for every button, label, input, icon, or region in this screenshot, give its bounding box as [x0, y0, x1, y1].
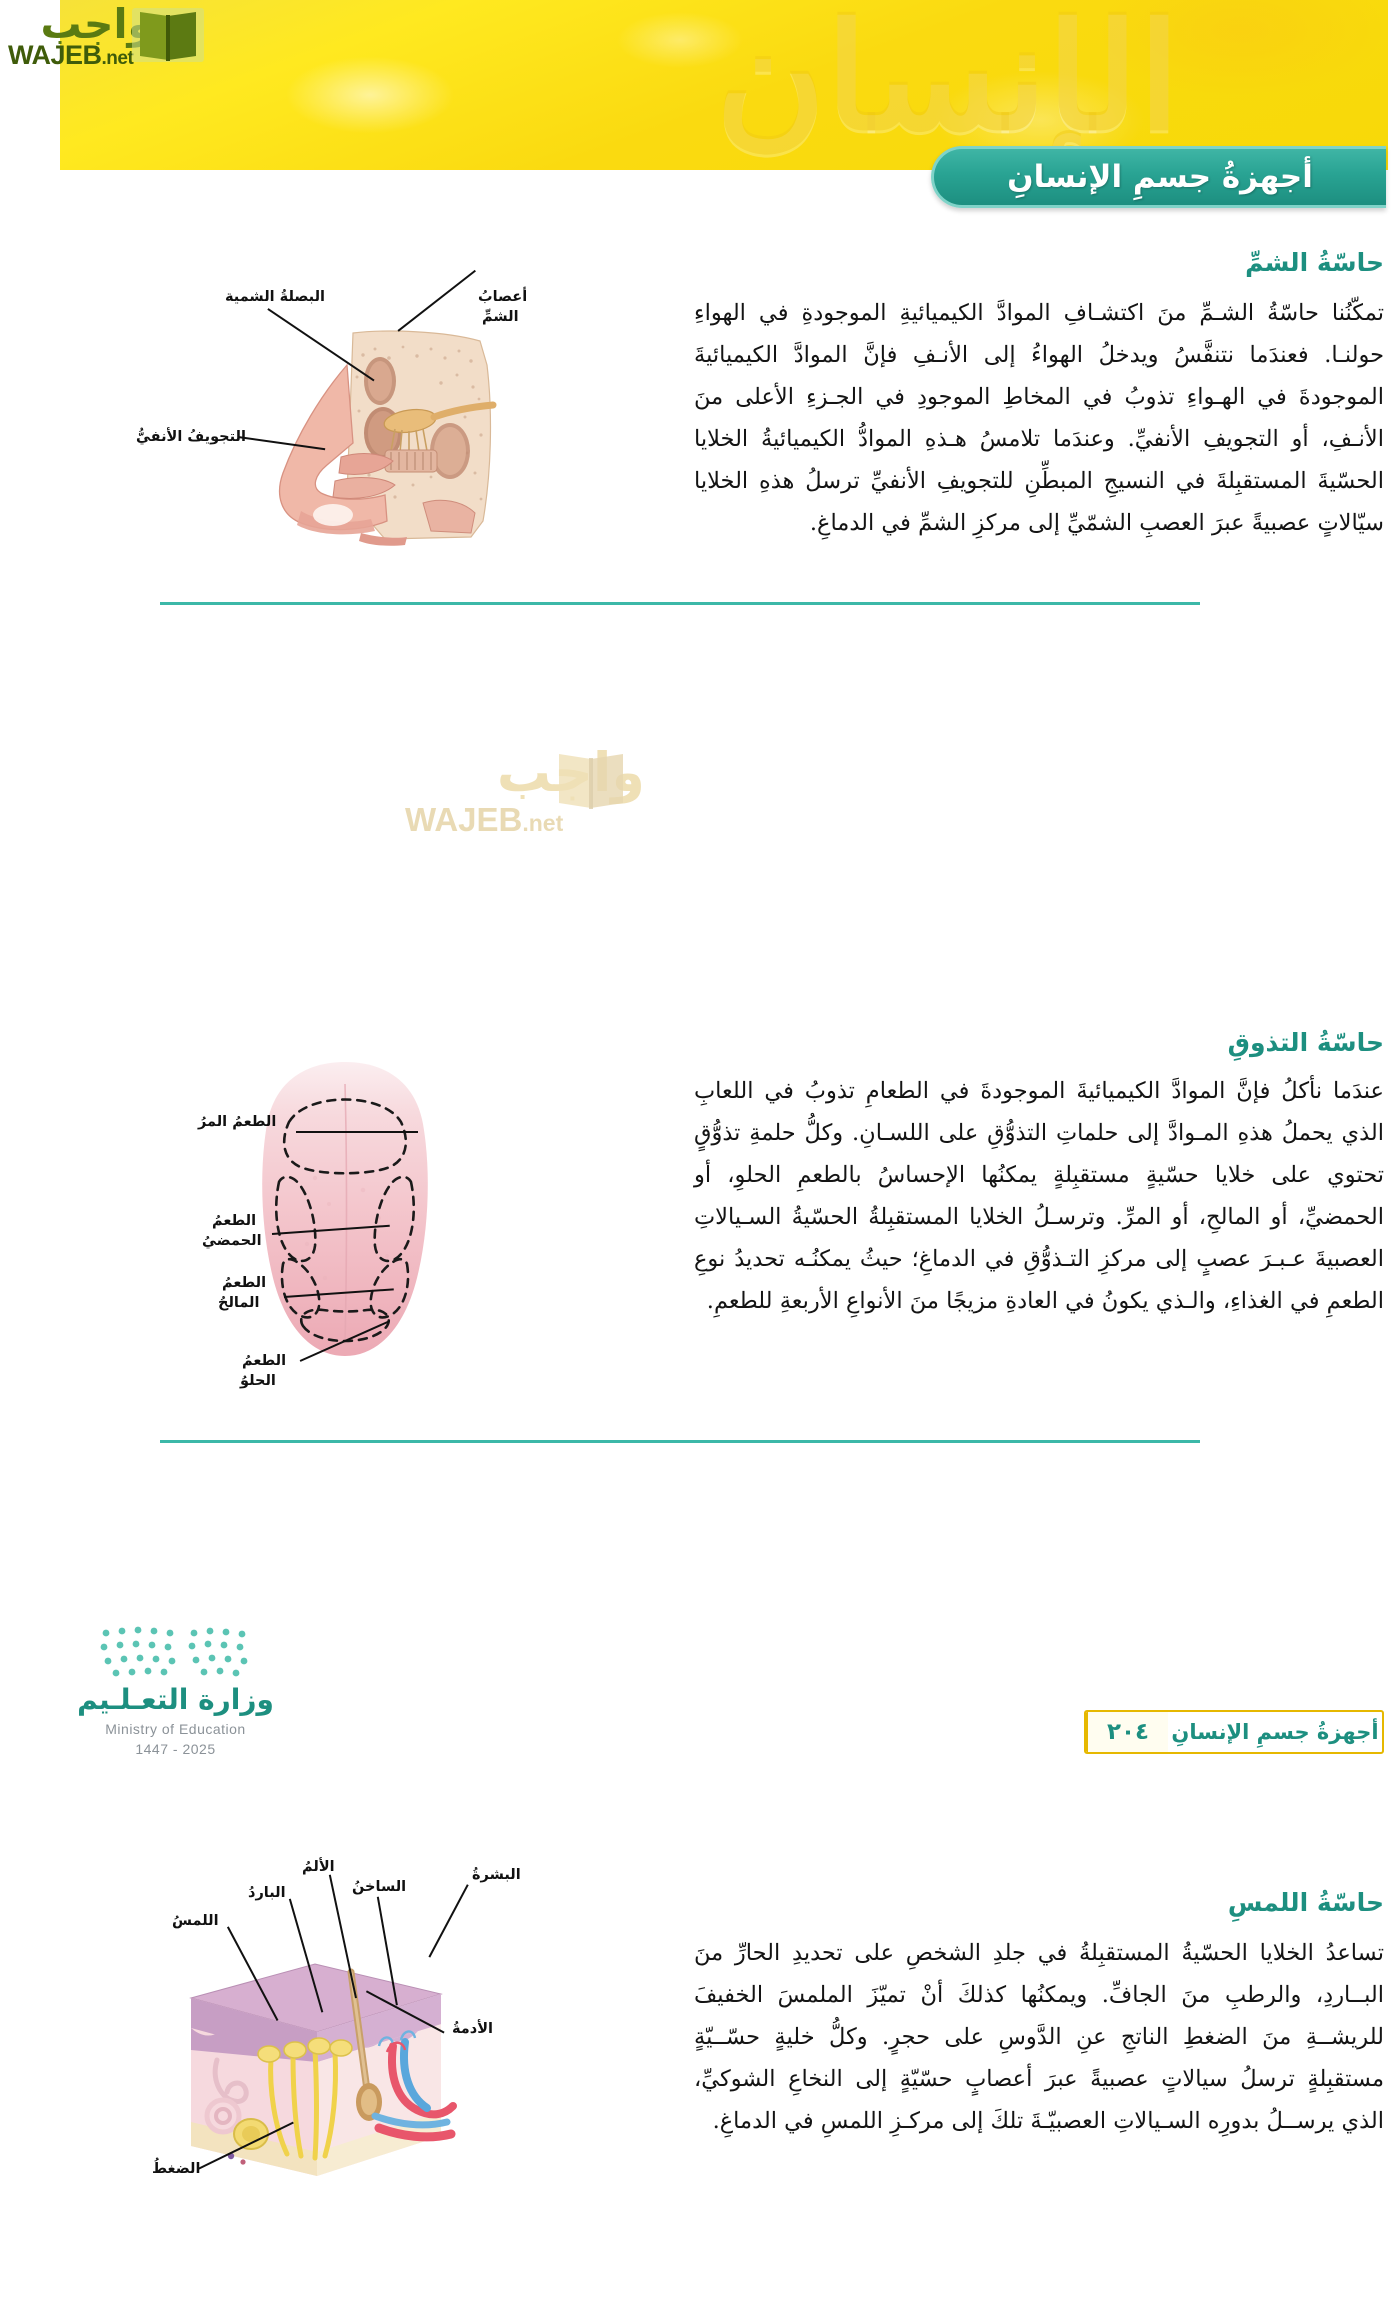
body-touch: تساعدُ الخلايا الحسّيةُ المستقبِلةُ في ج… [694, 1940, 1384, 2134]
divider-after-smell [160, 602, 1200, 605]
wajeb-watermark-logo: واجب WAJEB.net [6, 4, 211, 70]
wajeb-tld: .net [101, 48, 134, 69]
ministry-english-name: Ministry of Education [105, 1721, 246, 1737]
moe-dot-pattern-icon [100, 1626, 248, 1677]
label-olfactory-nerves-line1: أعصابُ [478, 289, 528, 305]
tongue-illustration [262, 1062, 428, 1356]
banner-right-margin [1388, 0, 1396, 170]
label-sweet-taste-line1: الطعمُ [242, 1353, 287, 1369]
divider-after-taste [160, 1440, 1200, 1443]
nose-olfactory-diagram: البصلةُ الشمية أعصابُ الشمِّ التجويفُ ال… [0, 230, 527, 610]
body-taste: عندَما نأكلُ فإنَّ الموادَّ الكيميائيةَ … [694, 1078, 1384, 1314]
label-cold: الباردُ [248, 1885, 286, 1901]
page-content: حاسّةُ الشمِّ تمكّنُنا حاسّةُ الشـمِّ من… [0, 230, 1396, 2177]
section-smell: حاسّةُ الشمِّ تمكّنُنا حاسّةُ الشـمِّ من… [0, 230, 1396, 630]
ministry-year: 2025 - 1447 [135, 1741, 216, 1757]
footer-chapter-label: أجهزةُ جسمِ الإنسانِ [1171, 1720, 1379, 1744]
wajeb-english-text: WAJEB.net [8, 40, 134, 70]
footer-page-number: ٢٠٤ [1086, 1712, 1168, 1752]
heading-touch: حاسّةُ اللمسِ [1227, 1888, 1384, 1917]
ministry-arabic-name: وزارة التعـلـيم [77, 1683, 274, 1716]
section-touch: حاسّةُ اللمسِ تساعدُ الخلايا الحسّيةُ ال… [0, 1050, 1396, 2177]
label-salty-taste-line2: المالحُ [218, 1295, 260, 1311]
label-pressure: الضغطُ [152, 2161, 201, 2177]
label-sour-taste-line1: الطعمُ [212, 1213, 257, 1229]
label-nasal-cavity: التجويفُ الأنفيُّ [136, 429, 246, 445]
skin-touch-receptors-diagram: اللمسُ الباردُ الألمُ الساخنُ البشرةُ ال… [0, 1859, 521, 2310]
label-touch: اللمسُ [172, 1913, 219, 1929]
top-banner: الإنسان [0, 0, 1396, 170]
leader-epidermis [428, 1884, 469, 1958]
heading-smell: حاسّةُ الشمِّ [1245, 248, 1384, 277]
leader-bitter-taste [296, 1131, 418, 1133]
label-sour-taste-line2: الحمضيُ [202, 1233, 262, 1249]
page-title: أجهزةُ جسمِ الإنسانِ [1007, 159, 1313, 195]
banner-ghost-text: الإنسان [715, 0, 1180, 160]
label-bitter-taste: الطعمُ المرُ [198, 1114, 277, 1130]
label-epidermis: البشرةُ [472, 1867, 521, 1883]
label-hot: الساخنُ [352, 1879, 407, 1895]
banner-left-margin [0, 0, 60, 170]
heading-taste: حاسّةُ التذوقِ [1227, 1028, 1384, 1057]
footer-bar: أجهزةُ جسمِ الإنسانِ ٢٠٤ [1084, 1710, 1384, 1754]
banner-texture [60, 0, 1388, 170]
leader-olfactory-nerves [397, 269, 476, 332]
nose-anatomy-illustration [279, 330, 497, 546]
label-dermis: الأدمةُ [452, 2021, 493, 2037]
tongue-taste-zones-diagram: الطعمُ المرُ الطعمُ الحمضيُ الطعمُ المال… [0, 1030, 510, 1430]
label-olfactory-bulb: البصلةُ الشمية [225, 289, 325, 305]
label-pain: الألمُ [302, 1859, 335, 1875]
ministry-of-education-logo: وزارة التعـلـيم Ministry of Education 20… [68, 1625, 283, 1775]
section-taste: حاسّةُ التذوقِ عندَما نأكلُ فإنَّ المواد… [0, 630, 1396, 1443]
label-sweet-taste-line2: الحلوُ [240, 1373, 276, 1389]
label-salty-taste-line1: الطعمُ [222, 1275, 267, 1291]
page-title-banner: أجهزةُ جسمِ الإنسانِ [931, 146, 1386, 208]
open-book-icon [132, 8, 204, 62]
wajeb-brand: WAJEB [8, 40, 102, 70]
label-olfactory-nerves-line2: الشمِّ [482, 309, 519, 325]
body-smell: تمكّنُنا حاسّةُ الشـمِّ منَ اكتشـافِ الم… [694, 300, 1384, 536]
